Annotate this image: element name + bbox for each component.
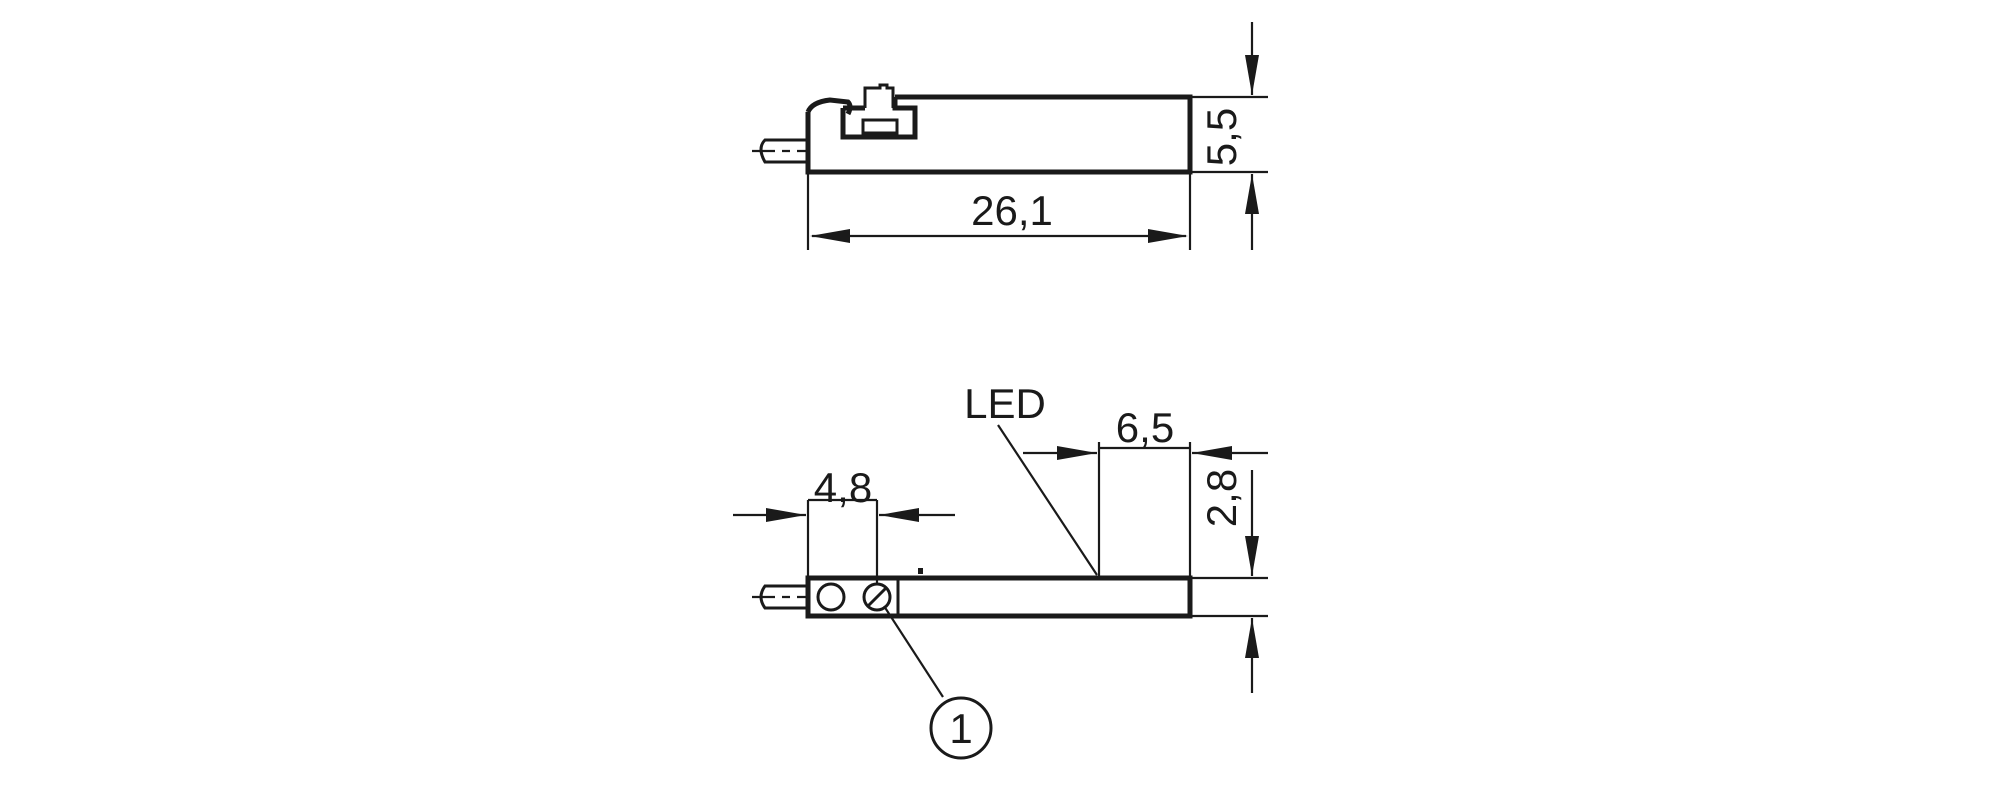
side-view: 26,1 5,5 (752, 22, 1268, 250)
dim-led-offset-label: 6,5 (1116, 404, 1174, 451)
top-view-body (805, 575, 1193, 619)
dim-height-label: 5,5 (1198, 108, 1245, 166)
callout-leader (883, 605, 944, 698)
led-label: LED (964, 380, 1046, 427)
dim-led-offset (1023, 442, 1268, 578)
clamp-slot (861, 118, 899, 135)
clamp-screw (863, 83, 895, 108)
mounting-hole (816, 582, 846, 612)
dim-width-label: 2,8 (1198, 469, 1245, 527)
callout-circle (929, 696, 993, 760)
callout-1-label: 1 (949, 705, 972, 752)
screw-slot (866, 586, 888, 608)
dim-height (1190, 22, 1268, 250)
dim-mount-offset-label: 4,8 (814, 464, 872, 511)
cable-stub (759, 138, 808, 164)
dim-mount-offset (733, 498, 955, 584)
led-leader (997, 424, 1098, 576)
dim-length (806, 172, 1192, 250)
marker-dot (918, 568, 923, 574)
dim-width (1190, 470, 1268, 693)
clamp-block (840, 97, 918, 140)
dim-length-label: 26,1 (971, 187, 1053, 234)
top-view: 4,8 LED 6,5 2,8 1 (733, 380, 1268, 760)
